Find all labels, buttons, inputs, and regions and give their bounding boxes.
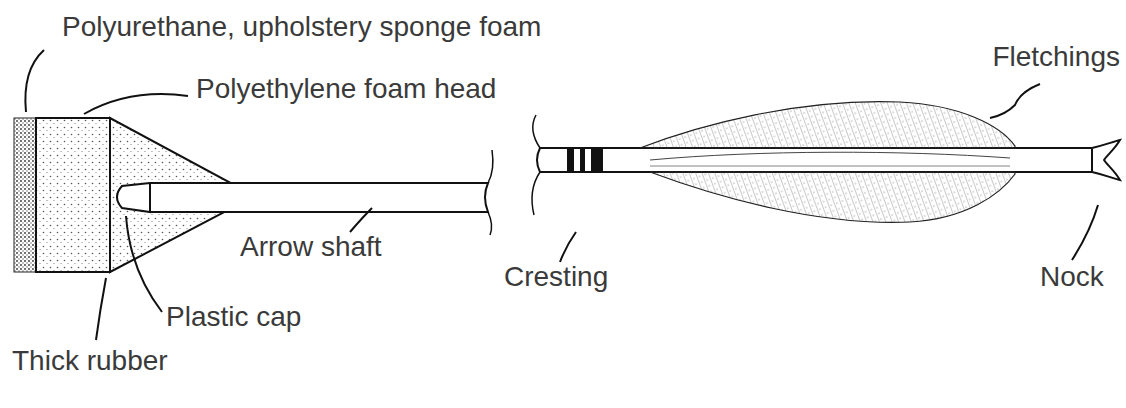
- plastic-cap: [117, 183, 150, 212]
- cresting-band: [567, 148, 574, 172]
- part-label: Plastic cap: [166, 302, 301, 333]
- part-label: Cresting: [504, 262, 608, 293]
- fletching: [640, 102, 1015, 148]
- part-label: Arrow shaft: [240, 232, 382, 263]
- part-label: Polyethylene foam head: [196, 74, 496, 105]
- part-label: Nock: [1040, 262, 1104, 293]
- material-label: Polyurethane, upholstery sponge foam: [62, 12, 541, 43]
- rubber-disc: [36, 118, 110, 272]
- arrow-shaft-rear: [537, 148, 1092, 172]
- sponge-foam: [14, 118, 36, 272]
- material-label: Thick rubber: [12, 346, 168, 377]
- leader-lines: [25, 50, 1098, 340]
- nock: [1092, 140, 1120, 180]
- part-label: Fletchings: [992, 42, 1120, 73]
- arrow-shaft: [150, 183, 488, 212]
